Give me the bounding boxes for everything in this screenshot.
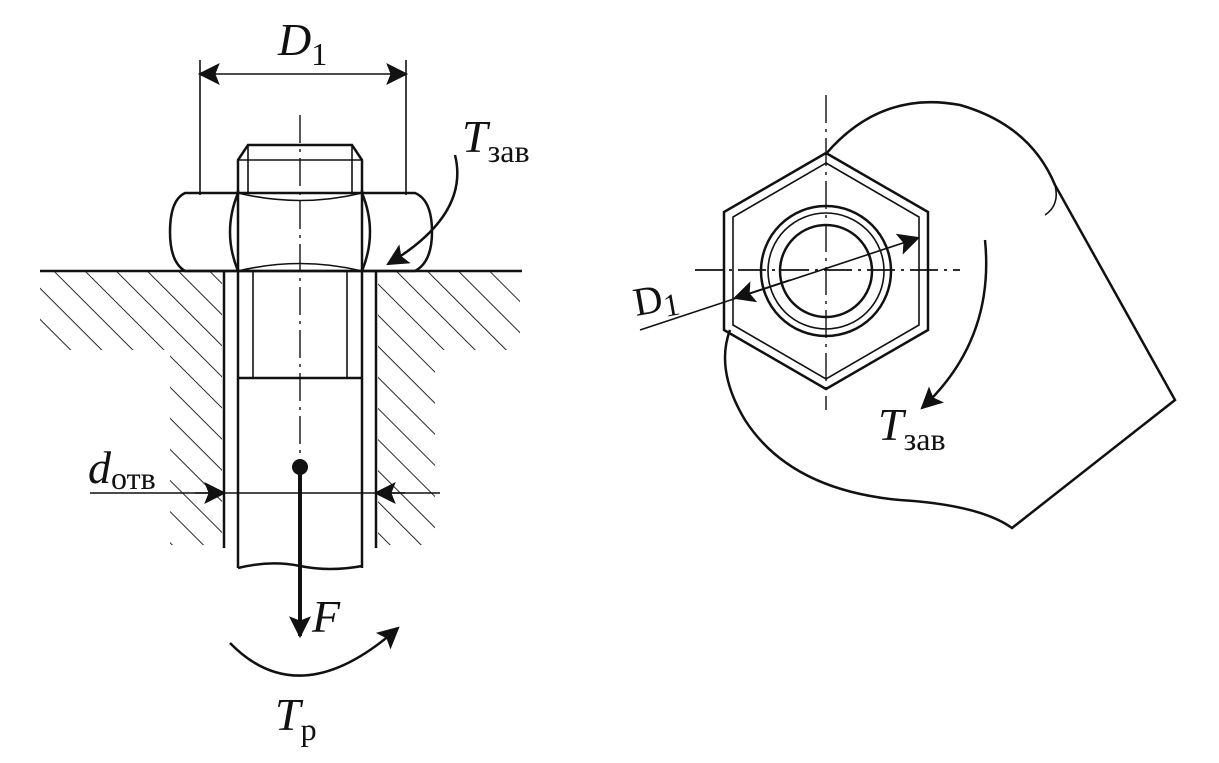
dimension-d1-top [197,60,409,195]
label-d-otv-sub: отв [111,460,156,496]
label-t-p: Tр [275,689,317,747]
torque-arrow-right [920,239,988,410]
wrench-outline [723,101,1177,530]
label-force: F [311,591,341,642]
nut-bore-mid [767,212,885,330]
torque-arrow-bottom [229,626,400,677]
label-t-p-main: T [275,689,304,740]
label-t-zav-right: Tзав [878,399,946,457]
label-t-zav-left: Tзав [462,111,530,169]
label-d1-top: D1 [277,14,327,72]
label-d1-top-main: D [277,14,311,65]
hex-nut-top [722,151,930,391]
dimension-d1-right-arrow [732,279,791,303]
label-t-p-sub: р [301,711,317,747]
left-view: D1 Tзав dотв F Tр [40,14,530,747]
label-t-zav-right-sub: зав [904,421,946,457]
label-t-zav-left-sub: зав [488,133,530,169]
label-d1-right-main: D [630,276,666,325]
label-d1-right: D1 [630,273,683,329]
label-d1-top-sub: 1 [311,36,327,72]
hex-nut-top-inner [732,162,920,380]
label-d-otv-main: d [88,442,112,493]
hex-nut-side [168,191,434,273]
nut-bore-inner [778,223,874,319]
nut-bore-outer [759,204,893,338]
right-view: D1 Tзав [630,95,1177,530]
label-d1-right-sub: 1 [660,286,682,324]
label-d-otv: dотв [88,442,156,496]
label-t-zav-left-main: T [462,111,491,162]
torque-arrow-left [386,154,459,266]
label-t-zav-right-main: T [878,399,907,450]
plate-hatching [40,272,520,545]
wrench-handle-edge [1044,184,1058,216]
